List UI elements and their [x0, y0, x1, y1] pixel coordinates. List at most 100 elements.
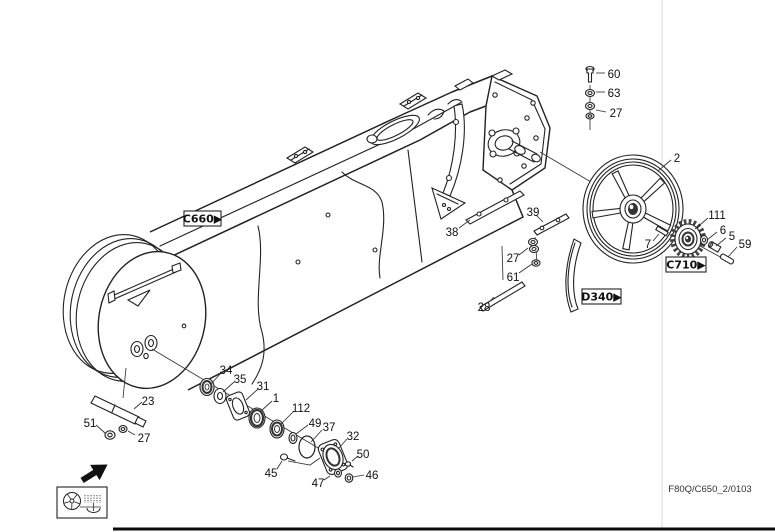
fastener-stack — [584, 65, 596, 120]
drum-front-face — [97, 250, 207, 390]
spacer-5 — [707, 241, 722, 253]
part-label-23: 23 — [142, 396, 155, 408]
nut-51 — [104, 430, 116, 440]
ref-label-D340: D340▶ — [581, 291, 622, 304]
bolt-45 — [279, 453, 321, 466]
support-arm — [431, 103, 467, 220]
bearing-flange-shaft — [487, 127, 541, 163]
part-label-32: 32 — [347, 431, 360, 443]
panel-seam — [407, 149, 423, 263]
washer-63 — [584, 88, 596, 98]
washer-27-mid — [527, 237, 539, 247]
body-top-fold-line — [159, 101, 463, 247]
part-label-51: 51 — [84, 418, 97, 430]
part-label-60: 60 — [608, 69, 621, 81]
nut-61 — [531, 259, 541, 267]
bar-38 — [465, 190, 525, 225]
panel-bolt — [325, 212, 331, 218]
part-label-31: 31 — [257, 381, 270, 393]
body-bottom-edge — [187, 189, 524, 391]
bar-23 — [90, 395, 140, 425]
boxed-refs: C660▶ C710▶ D340▶ — [183, 210, 707, 305]
part-label-27a: 27 — [610, 108, 623, 120]
part-label-112: 112 — [292, 403, 310, 415]
part-label-49: 49 — [309, 418, 322, 430]
part-label-7: 7 — [645, 239, 651, 251]
bolt-60 — [585, 65, 595, 83]
belt-guard — [565, 238, 582, 313]
gearbox-tab — [454, 78, 474, 91]
bolt-50 — [344, 461, 354, 468]
part-label-111: 111 — [708, 210, 725, 222]
northeast-arrow-icon — [80, 464, 108, 483]
pin-59 — [719, 253, 735, 265]
page-frame — [113, 0, 775, 531]
panel-seam — [251, 225, 265, 385]
drum-coupler-knobs — [130, 334, 158, 360]
bar-23-tip — [134, 416, 147, 428]
part-label-45: 45 — [265, 468, 278, 480]
doc-code: F80Q/C650_2/0103 — [668, 484, 751, 495]
washer-27 — [585, 112, 595, 120]
nut-46 — [344, 473, 354, 483]
ring-49 — [288, 431, 298, 445]
exploded-axis-lines — [122, 85, 725, 462]
part-label-2: 2 — [674, 153, 680, 165]
bearing-housing-32 — [317, 439, 349, 475]
body-top-front-edge — [167, 105, 487, 259]
ref-label-C710: C710▶ — [666, 259, 706, 272]
leader-lines — [95, 72, 738, 481]
part-label-27b: 27 — [507, 253, 520, 265]
washer-35 — [213, 387, 227, 405]
part-label-50: 50 — [357, 449, 370, 461]
part-label-28: 28 — [478, 302, 491, 314]
part-label-6: 6 — [720, 225, 726, 237]
part-label-37: 37 — [323, 422, 336, 434]
top-bracket — [398, 92, 428, 110]
part-label-39: 39 — [527, 207, 540, 219]
bar-39 — [533, 213, 570, 236]
chute-bar-group — [90, 395, 147, 440]
part-label-34: 34 — [220, 365, 233, 377]
gearbox-tab — [490, 69, 514, 81]
washer-27-mid — [528, 244, 540, 254]
o-ring-37 — [298, 435, 316, 459]
top-latch-handle — [366, 98, 462, 146]
part-label-27c: 27 — [138, 433, 151, 445]
wear-bars — [465, 190, 570, 312]
washer — [584, 101, 596, 111]
panel-bolt — [372, 247, 378, 253]
ref-box-C710: C710▶ — [665, 256, 707, 273]
part-label-1: 1 — [273, 393, 279, 405]
bearing-112 — [269, 419, 285, 439]
part-label-47: 47 — [312, 478, 325, 490]
drive-pulley — [582, 154, 684, 264]
panel-bolt — [295, 259, 301, 265]
drum-bolt — [181, 323, 187, 329]
part-labels: 60 63 27 2 7 111 6 5 59 38 39 27 61 28 2… — [84, 69, 752, 490]
washer-27-left — [118, 424, 128, 434]
part-label-59: 59 — [739, 239, 752, 251]
washer-6 — [699, 234, 709, 246]
bearing-exploded-row — [199, 377, 354, 483]
bearing-1 — [248, 407, 266, 429]
washer-47 — [333, 468, 343, 478]
gearbox — [454, 69, 551, 191]
part-label-5: 5 — [729, 231, 735, 243]
part-label-63: 63 — [608, 88, 621, 100]
part-label-38: 38 — [446, 227, 459, 239]
machine-location-icon — [56, 486, 108, 519]
ref-label-C660: C660▶ — [183, 213, 223, 226]
panel-seam — [341, 171, 385, 279]
part-label-46: 46 — [366, 470, 379, 482]
top-bracket — [285, 146, 315, 164]
machine-body — [149, 69, 551, 391]
part-label-35: 35 — [234, 374, 247, 386]
bottom-border-line — [113, 527, 775, 531]
drum-end — [62, 234, 207, 390]
ref-box-C660: C660▶ — [183, 210, 223, 227]
washer-34 — [199, 377, 215, 397]
part-label-61: 61 — [507, 272, 520, 284]
